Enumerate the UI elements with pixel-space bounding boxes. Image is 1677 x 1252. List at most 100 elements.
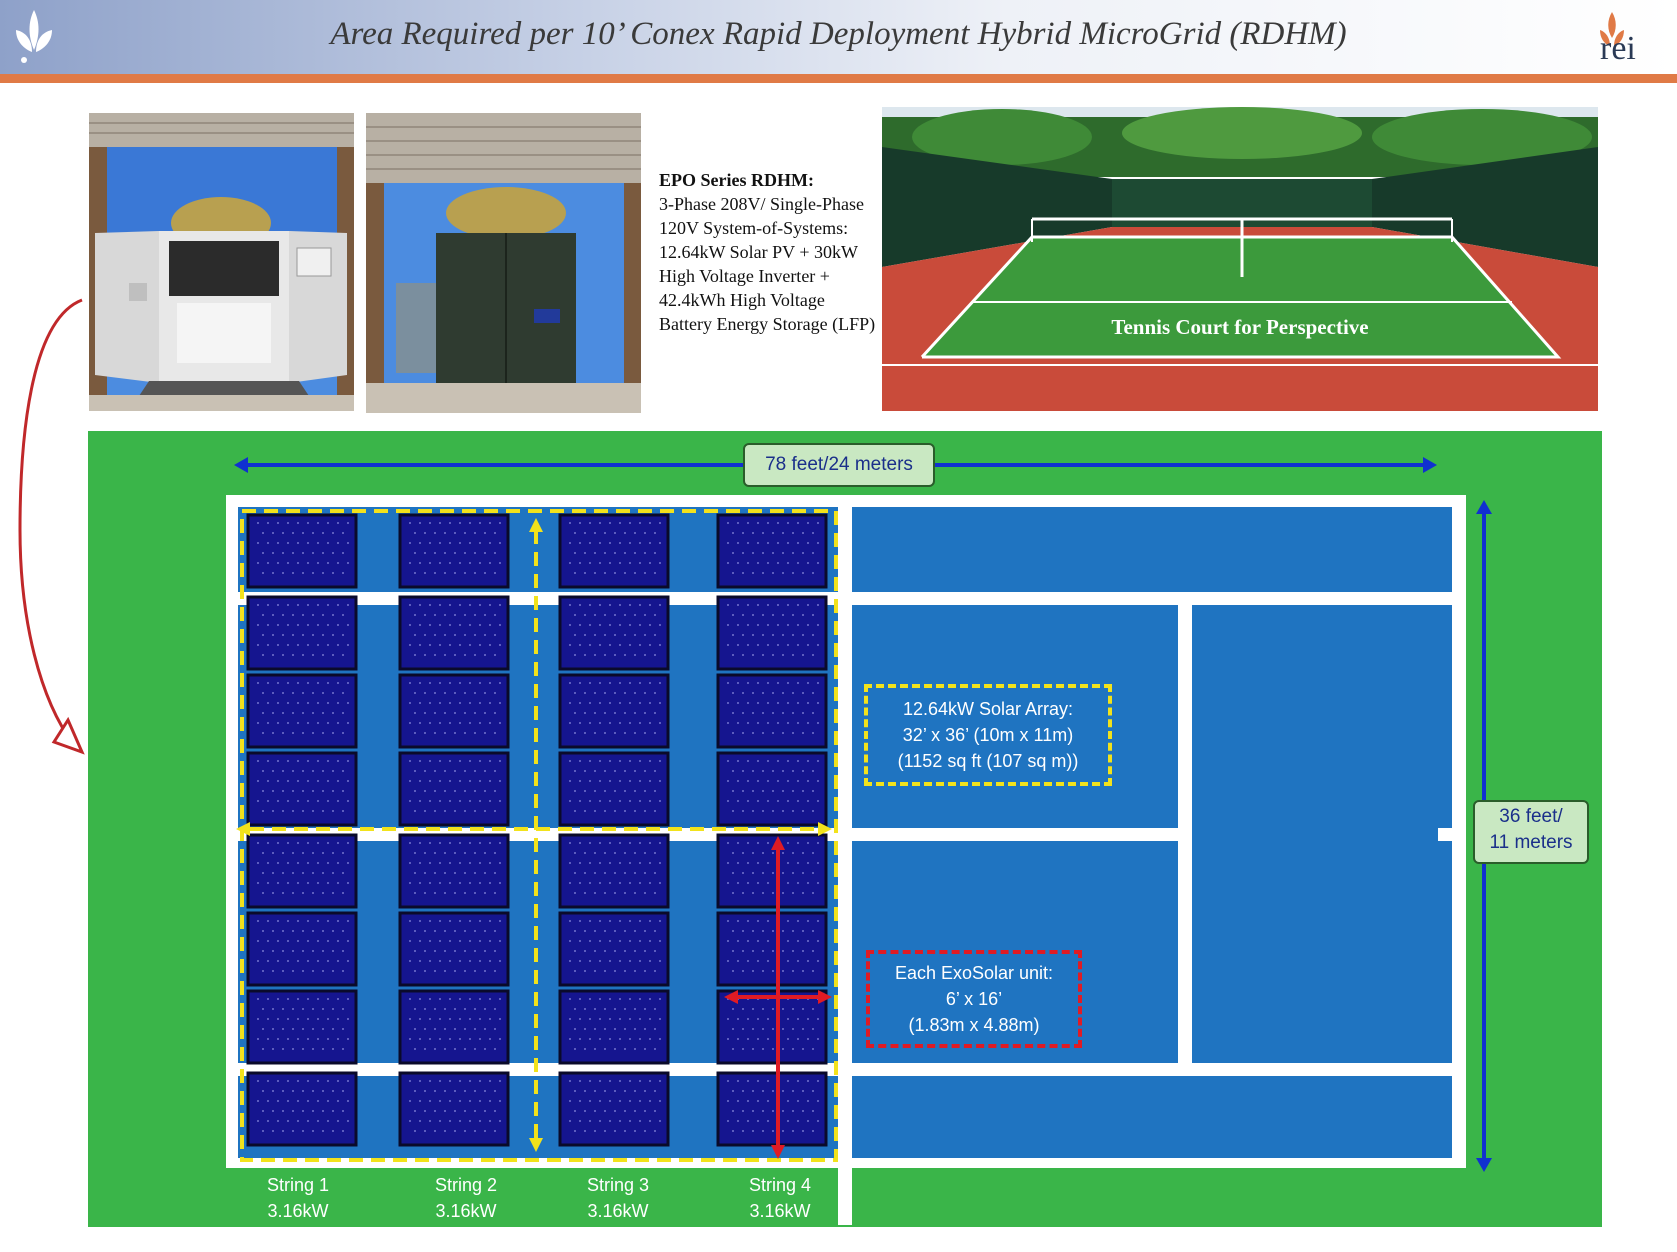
panel-cell-dot [322, 930, 324, 932]
panel-cell-dot [469, 1018, 471, 1020]
panel-cell-dot [767, 800, 769, 802]
panel-cell-dot [469, 1080, 471, 1082]
panel-cell-dot [287, 644, 289, 646]
panel-cell-dot [782, 572, 784, 574]
panel-cell-dot [469, 998, 471, 1000]
panel-cell-dot [449, 1100, 451, 1102]
solar-panel [558, 1071, 670, 1147]
panel-cell-dot [782, 1048, 784, 1050]
panel-cell-dot [434, 1048, 436, 1050]
panel-cell-dot [312, 770, 314, 772]
panel-cell-dot [479, 920, 481, 922]
panel-cell-dot [494, 732, 496, 734]
panel-cell-dot [757, 1038, 759, 1040]
panel-cell-dot [639, 940, 641, 942]
panel-cell-dot [272, 970, 274, 972]
panel-cell-dot [342, 614, 344, 616]
panel-cell-dot [292, 654, 294, 656]
panel-cell-dot [272, 1048, 274, 1050]
panel-cell-dot [732, 614, 734, 616]
panel-cell-dot [649, 760, 651, 762]
panel-cell-dot [347, 624, 349, 626]
panel-cell-dot [494, 552, 496, 554]
panel-cell-dot [414, 692, 416, 694]
panel-cell-dot [634, 1090, 636, 1092]
panel-cell-dot [454, 970, 456, 972]
panel-cell-dot [752, 634, 754, 636]
panel-cell-dot [747, 1120, 749, 1122]
panel-cell-dot [802, 634, 804, 636]
panel-cell-dot [639, 998, 641, 1000]
panel-cell-dot [322, 852, 324, 854]
panel-cell-dot [337, 842, 339, 844]
panel-cell-dot [459, 522, 461, 524]
panel-cell-dot [459, 604, 461, 606]
panel-cell-dot [414, 892, 416, 894]
panel-cell-dot [424, 930, 426, 932]
panel-cell-dot [757, 644, 759, 646]
panel-cell-dot [409, 562, 411, 564]
panel-cell-dot [594, 1028, 596, 1030]
panel-cell-dot [272, 1008, 274, 1010]
panel-cell-dot [277, 780, 279, 782]
panel-cell-dot [347, 722, 349, 724]
panel-cell-dot [802, 1110, 804, 1112]
panel-cell-dot [792, 712, 794, 714]
panel-cell-dot [787, 960, 789, 962]
panel-cell-dot [737, 522, 739, 524]
panel-cell-dot [292, 532, 294, 534]
panel-cell-dot [787, 1080, 789, 1082]
panel-cell-dot [449, 604, 451, 606]
panel-cell-dot [659, 542, 661, 544]
panel-cell-dot [629, 960, 631, 962]
panel-cell-dot [347, 682, 349, 684]
panel-cell-dot [609, 1038, 611, 1040]
panel-cell-dot [802, 770, 804, 772]
panel-cell-dot [489, 862, 491, 864]
panel-cell-dot [332, 770, 334, 772]
panel-cell-dot [439, 842, 441, 844]
panel-cell-dot [817, 722, 819, 724]
court-caption: Tennis Court for Perspective [1111, 315, 1369, 339]
panel-cell-dot [499, 920, 501, 922]
panel-cell-dot [614, 950, 616, 952]
panel-cell-dot [327, 702, 329, 704]
panel-cell-dot [609, 780, 611, 782]
court-right-alley-top [852, 507, 1452, 592]
panel-cell-dot [307, 800, 309, 802]
panel-cell-dot [469, 522, 471, 524]
panel-cell-dot [312, 634, 314, 636]
panel-cell-dot [439, 882, 441, 884]
solar-panel [716, 833, 828, 909]
panel-cell-dot [737, 862, 739, 864]
panel-cell-dot [479, 522, 481, 524]
panel-cell-dot [792, 970, 794, 972]
solar-panel [398, 989, 510, 1065]
panel-cell-dot [327, 522, 329, 524]
panel-cell-dot [262, 634, 264, 636]
panel-cell-dot [262, 614, 264, 616]
panel-cell-dot [654, 1090, 656, 1092]
panel-cell-dot [337, 624, 339, 626]
panel-cell-dot [807, 882, 809, 884]
panel-cell-dot [594, 614, 596, 616]
panel-cell-dot [742, 692, 744, 694]
panel-cell-dot [317, 920, 319, 922]
panel-cell-dot [594, 1130, 596, 1132]
panel-cell-dot [777, 624, 779, 626]
panel-cell-dot [307, 960, 309, 962]
panel-cell-dot [429, 522, 431, 524]
panel-cell-dot [489, 624, 491, 626]
panel-cell-dot [419, 760, 421, 762]
panel-cell-dot [787, 800, 789, 802]
panel-cell-dot [414, 1130, 416, 1132]
panel-cell-dot [272, 732, 274, 734]
panel-cell-dot [792, 770, 794, 772]
panel-cell-dot [342, 950, 344, 952]
panel-cell-dot [332, 532, 334, 534]
panel-cell-dot [469, 1038, 471, 1040]
panel-cell-dot [589, 998, 591, 1000]
panel-cell-dot [409, 920, 411, 922]
panel-cell-dot [644, 1110, 646, 1112]
